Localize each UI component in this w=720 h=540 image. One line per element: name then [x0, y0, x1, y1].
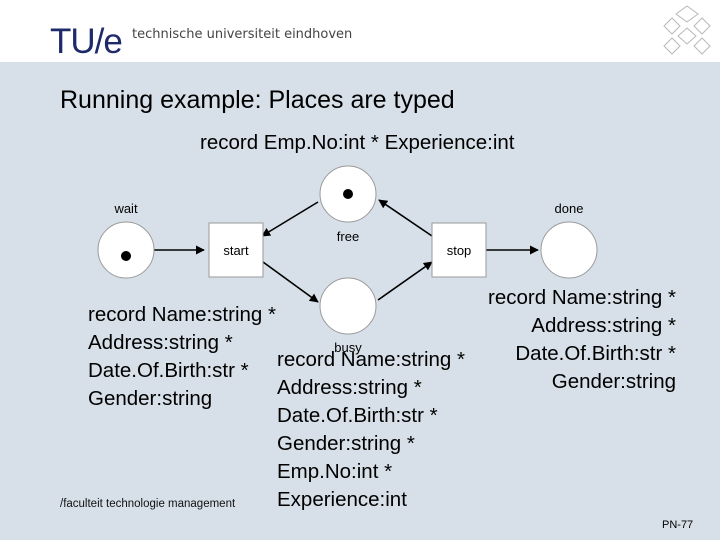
- wait-type-line: Address:string *: [88, 331, 233, 354]
- done-type-line: Address:string *: [531, 314, 676, 337]
- place-wait: [97, 221, 155, 279]
- arc-stop-free: [378, 199, 433, 237]
- page-number: PN-77: [662, 519, 694, 531]
- transition-start: [208, 222, 264, 278]
- label-free: free: [337, 229, 359, 244]
- wait-type-line: Gender:string: [88, 387, 213, 410]
- place-done: [540, 221, 598, 279]
- header-bar: TU/e technische universiteit eindhoven: [0, 0, 720, 62]
- label-stop: stop: [447, 243, 472, 258]
- busy-type-line: Date.Of.Birth:str *: [277, 404, 438, 427]
- busy-type-line: record Name:string *: [277, 348, 465, 371]
- wait-place-type: record Name:string * Address:string * Da…: [88, 301, 276, 413]
- arc-free-start: [261, 201, 319, 237]
- wait-type-line: record Name:string *: [88, 303, 276, 326]
- done-type-line: Gender:string: [551, 370, 676, 393]
- place-busy: [319, 277, 377, 335]
- busy-type-line: Emp.No:int *: [277, 460, 393, 483]
- label-done: done: [555, 201, 584, 216]
- done-type-line: Date.Of.Birth:str *: [515, 342, 676, 365]
- decorative-pattern-icon: [663, 5, 711, 55]
- busy-type-line: Address:string *: [277, 376, 422, 399]
- token-free: [343, 189, 353, 199]
- busy-type-line: Gender:string *: [277, 432, 415, 455]
- token-wait: [121, 251, 131, 261]
- tue-logo: TU/e: [50, 22, 123, 61]
- busy-type-line: Experience:int: [277, 488, 407, 511]
- university-name: technische universiteit eindhoven: [132, 27, 353, 42]
- arcs: [154, 199, 539, 303]
- free-place-type: record Emp.No:int * Experience:int: [200, 131, 515, 154]
- label-busy: busy: [334, 340, 362, 355]
- wait-type-line: Date.Of.Birth:str *: [88, 359, 249, 382]
- done-place-type: record Name:string * Address:string * Da…: [488, 284, 676, 396]
- arc-start-busy: [262, 261, 319, 303]
- done-type-line: record Name:string *: [488, 286, 676, 309]
- transition-stop: [431, 222, 487, 278]
- arc-busy-stop: [377, 261, 433, 301]
- label-wait: wait: [113, 201, 138, 216]
- footer-department: /faculteit technologie management: [60, 498, 236, 510]
- slide-title: Running example: Places are typed: [60, 86, 455, 114]
- busy-place-type: record Name:string * Address:string * Da…: [277, 346, 465, 514]
- label-start: start: [223, 243, 249, 258]
